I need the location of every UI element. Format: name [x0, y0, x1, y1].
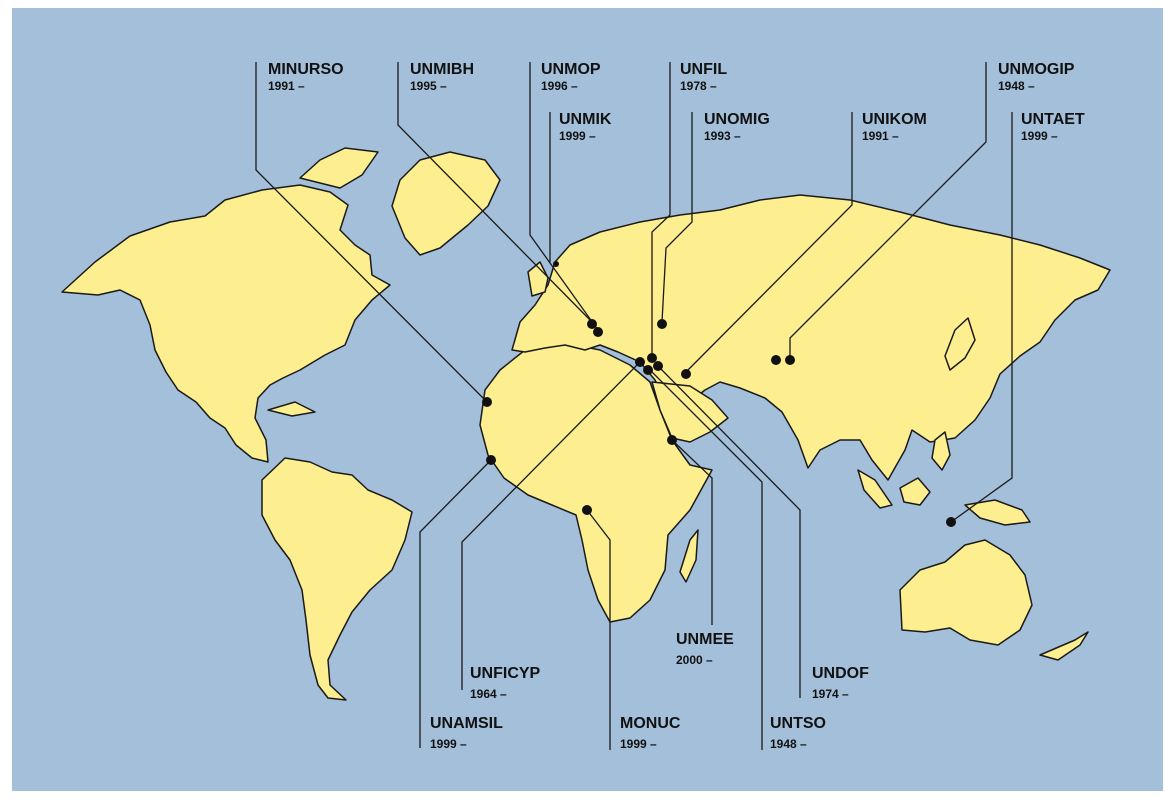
label-unmee: UNMEE — [676, 631, 734, 648]
label-monuc: MONUC — [620, 715, 681, 732]
year-unmee: 2000 – — [676, 653, 713, 667]
year-unomig: 1993 – — [704, 129, 741, 143]
label-undof: UNDOF — [812, 665, 869, 682]
marker-pakistan — [785, 355, 795, 365]
year-unmop: 1996 – — [541, 79, 578, 93]
philippines — [931, 431, 951, 471]
south-america — [261, 457, 413, 701]
label-unmogip: UNMOGIP — [998, 61, 1075, 78]
leader-line-unamsil — [419, 459, 492, 748]
caribbean-cuba — [267, 401, 316, 417]
new-zealand — [1039, 631, 1089, 661]
year-unmik: 1999 – — [559, 129, 596, 143]
marker-western-sahara — [482, 397, 492, 407]
japan — [944, 317, 976, 371]
label-unikom: UNIKOM — [862, 111, 927, 128]
madagascar — [679, 529, 699, 583]
label-unamsil: UNAMSIL — [430, 715, 503, 732]
marker-golan — [653, 361, 663, 371]
british-isles — [527, 261, 549, 297]
marker-sierra-leone — [486, 455, 496, 465]
africa — [479, 341, 713, 623]
marker-lebanon — [647, 353, 657, 363]
marker-ethiopia-eritrea — [667, 435, 677, 445]
leader-line-unmee — [671, 439, 713, 625]
australia — [899, 539, 1033, 646]
new-guinea — [964, 499, 1031, 526]
marker-jerusalem — [643, 365, 653, 375]
marker-kosovo — [553, 261, 559, 267]
greenland — [391, 151, 501, 256]
marker-cyprus — [635, 357, 645, 367]
label-unmibh: UNMIBH — [410, 61, 474, 78]
year-minurso: 1991 – — [268, 79, 305, 93]
leader-line-unfil — [651, 62, 671, 360]
marker-india — [771, 355, 781, 365]
year-untaet: 1999 – — [1021, 129, 1058, 143]
marker-east-timor — [946, 517, 956, 527]
leader-line-untso — [649, 369, 763, 750]
label-minurso: MINURSO — [268, 61, 344, 78]
label-untso: UNTSO — [770, 715, 826, 732]
year-monuc: 1999 – — [620, 737, 657, 751]
label-unmik: UNMIK — [559, 111, 612, 128]
leader-line-unmibh — [397, 62, 593, 323]
year-untso: 1948 – — [770, 737, 807, 751]
borneo — [899, 477, 931, 506]
year-unamsil: 1999 – — [430, 737, 467, 751]
marker-georgia — [657, 319, 667, 329]
year-unficyp: 1964 – — [470, 687, 507, 701]
year-unikom: 1991 – — [862, 129, 899, 143]
leader-line-unomig — [661, 112, 693, 323]
label-untaet: UNTAET — [1021, 111, 1085, 128]
leader-line-unmogip — [789, 62, 987, 358]
year-undof: 1974 – — [812, 687, 849, 701]
leader-line-undof — [657, 365, 801, 698]
leader-line-unficyp — [461, 361, 641, 690]
leader-line-untaet — [950, 112, 1013, 523]
marker-prevlaka — [593, 327, 603, 337]
canadian-arctic-islands — [299, 147, 379, 189]
leader-line-unikom — [685, 112, 853, 373]
leader-line-monuc — [586, 509, 611, 750]
label-unficyp: UNFICYP — [470, 665, 541, 682]
label-unfil: UNFIL — [680, 61, 727, 78]
year-unmibh: 1995 – — [410, 79, 447, 93]
sumatra — [857, 469, 893, 509]
marker-bosnia — [587, 319, 597, 329]
leader-line-minurso — [255, 62, 488, 403]
label-unomig: UNOMIG — [704, 111, 770, 128]
year-unfil: 1978 – — [680, 79, 717, 93]
arabian-peninsula — [651, 381, 729, 443]
label-unmop: UNMOP — [541, 61, 601, 78]
leader-line-unmop — [529, 62, 599, 331]
marker-congo — [582, 505, 592, 515]
marker-iraq-kuwait — [681, 369, 691, 379]
year-unmogip: 1948 – — [998, 79, 1035, 93]
